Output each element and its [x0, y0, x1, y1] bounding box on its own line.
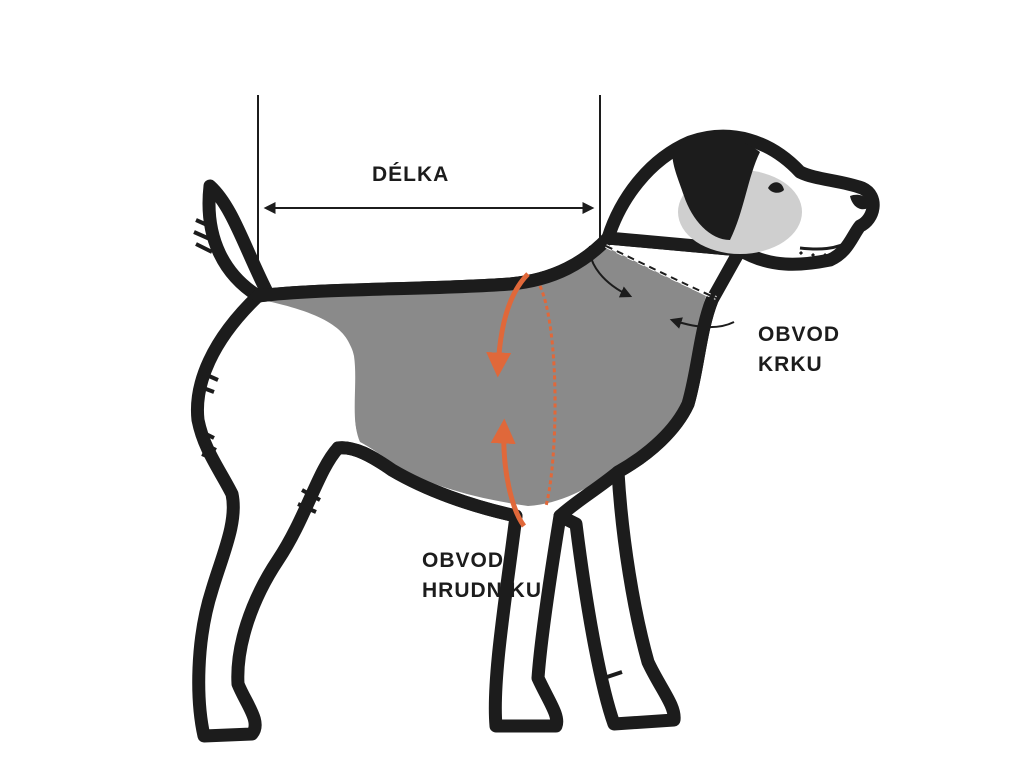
neck-circumference-label: OBVOD KRKU: [758, 320, 840, 380]
chest-label-line-2: HRUDNÍKU: [422, 576, 542, 606]
chest-circumference-label: OBVOD HRUDNÍKU: [422, 546, 542, 606]
chest-label-line-1: OBVOD: [422, 546, 542, 576]
dog-silhouette-icon: [194, 136, 873, 736]
neck-label-line-1: OBVOD: [758, 320, 840, 350]
length-label: DÉLKA: [372, 160, 449, 190]
neck-label-line-2: KRKU: [758, 350, 840, 380]
